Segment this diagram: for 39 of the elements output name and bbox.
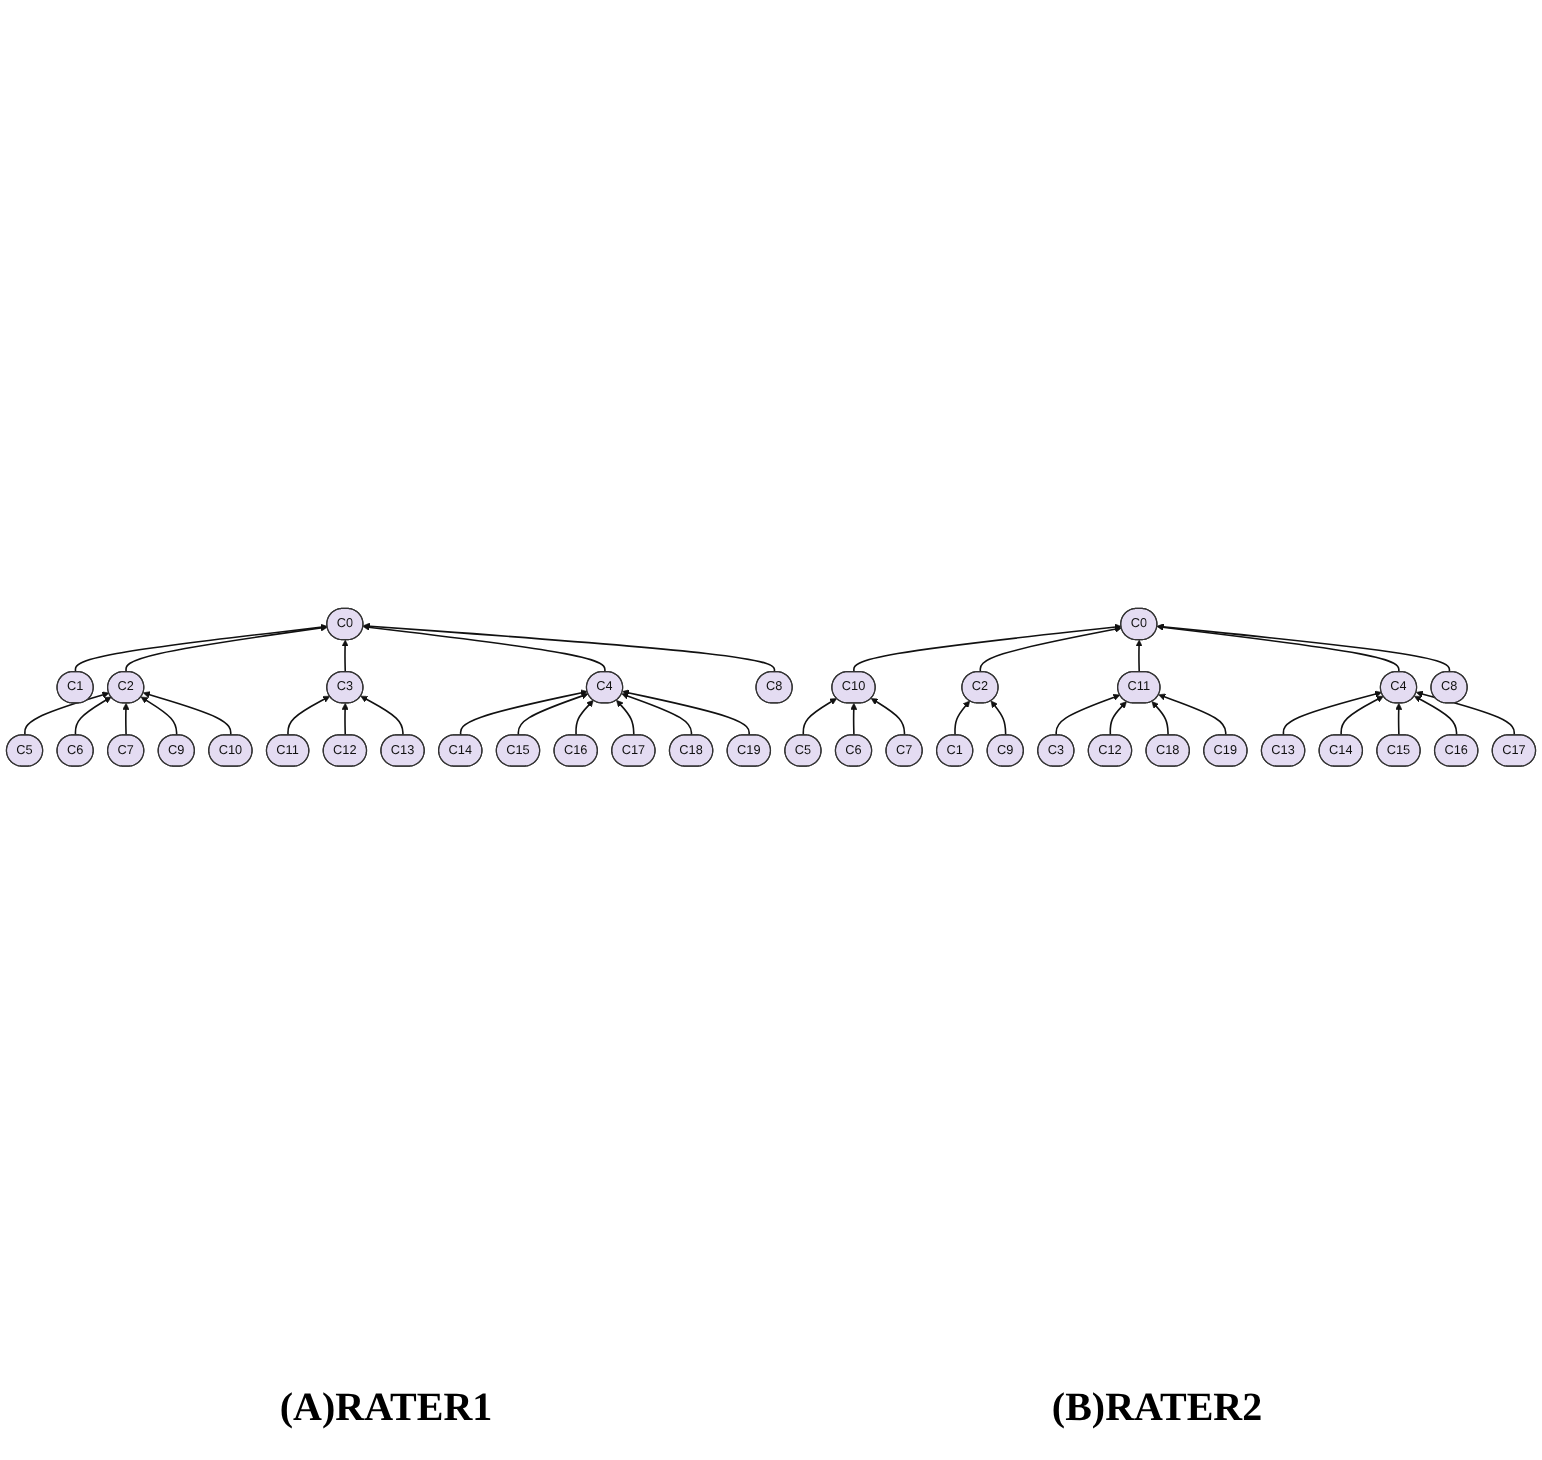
arrow [1282,690,1382,736]
arrow [74,623,328,673]
arrow [140,696,178,736]
arrow [122,702,130,736]
arrow [142,691,232,736]
arrow [870,697,906,736]
arrow [24,691,110,736]
arrow [287,695,331,736]
arrow [1395,702,1403,736]
arrow [362,622,776,673]
arrow [616,699,635,736]
arrow [1414,695,1458,736]
panel-caption: (B)RATER2 [1051,1386,1263,1432]
arrow [1158,693,1227,736]
arrow [341,639,349,673]
arrow [621,692,693,736]
arrow [341,702,349,736]
arrow [990,700,1007,736]
arrow [1340,695,1384,736]
arrow [362,623,606,673]
arrow [802,697,837,736]
arrow [1156,623,1451,673]
arrow [979,625,1122,673]
arrow [575,699,594,736]
arrow [954,700,971,736]
arrow [459,689,588,736]
arrow [125,624,328,673]
arrow [1055,693,1121,736]
arrow [1151,700,1169,736]
arrow [850,702,858,736]
panel-caption: (A)RATER1 [279,1386,493,1432]
arrow [1415,690,1516,736]
arrow [360,695,404,736]
arrow [853,623,1122,673]
arrow [622,689,750,736]
arrow [74,696,112,736]
arrow [1135,639,1143,673]
arrow [1109,700,1127,736]
arrow [517,692,589,736]
